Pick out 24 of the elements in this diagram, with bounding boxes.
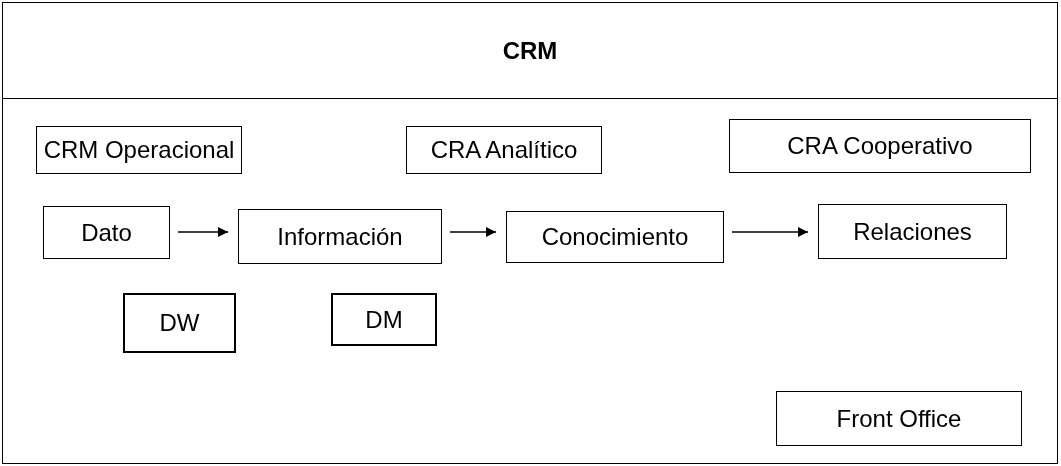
process-box [331,293,437,346]
process-box [238,209,442,264]
process-box [36,126,242,174]
box-label: DM [365,305,403,334]
box-label: CRA Cooperativo [787,132,973,160]
process-box [729,119,1031,173]
process-box [123,293,236,353]
process-box [506,211,724,263]
arrow [731,227,809,237]
box-label: Relaciones [853,217,972,246]
process-box [818,204,1007,259]
box-label: CRM Operacional [43,136,235,164]
box-label: CRA Analítico [430,136,578,164]
box-label: Conocimiento [541,223,689,251]
box-label: Información [277,222,403,251]
box-label: Dato [81,218,132,247]
process-box [43,206,170,259]
box-label: Front Office [836,404,962,433]
frame-heading: CRM [502,37,558,65]
box-label: DW [159,309,200,337]
process-box [776,391,1022,446]
arrow [449,227,497,237]
arrow [177,227,229,237]
process-box [406,126,602,174]
